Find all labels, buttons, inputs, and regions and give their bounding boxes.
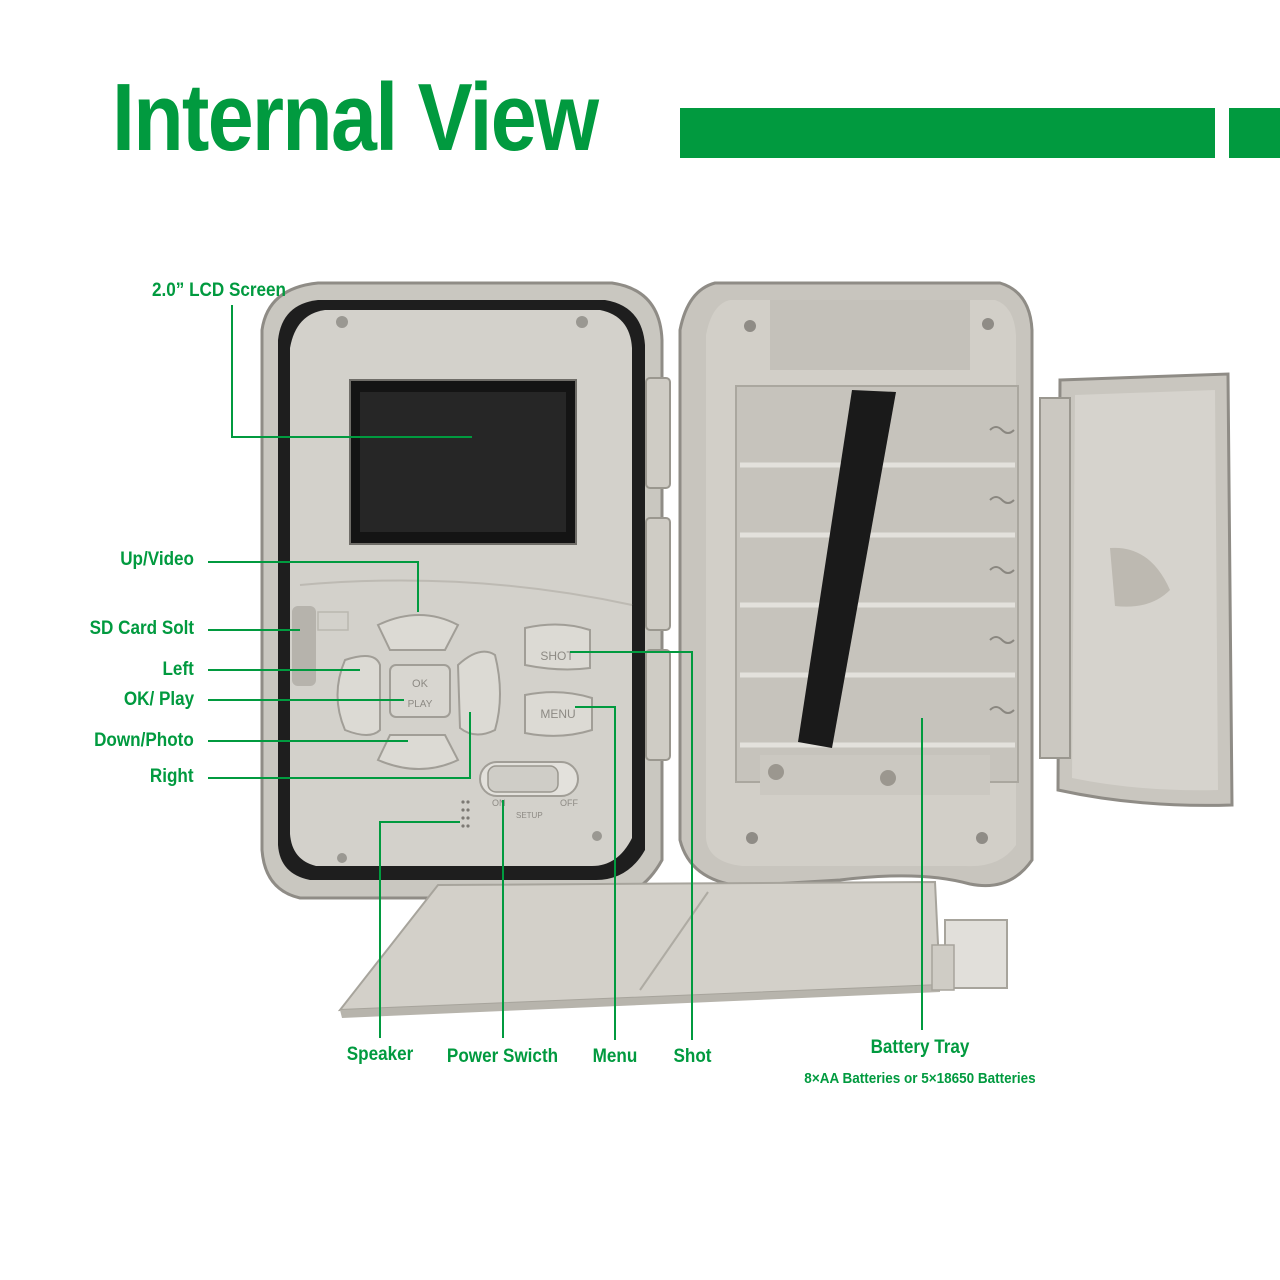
right-button[interactable] [456, 650, 501, 736]
shot-button[interactable] [524, 623, 591, 671]
label-left: Left [162, 659, 194, 680]
menu-button[interactable] [524, 691, 593, 737]
up-button[interactable] [376, 614, 460, 651]
battery-compartment [678, 281, 1034, 888]
battery-cover [337, 880, 1008, 1018]
label-menu: Menu [592, 1046, 638, 1067]
play-button-label: PLAY [408, 699, 433, 710]
label-shot: Shot [673, 1046, 712, 1067]
speaker-grille [461, 800, 470, 828]
page-title: Internal View [112, 64, 599, 171]
ok-button-label: OK [412, 678, 429, 690]
header-bar [680, 108, 1215, 158]
sd-card-slot [292, 606, 316, 686]
label-up-video: Up/Video [120, 549, 194, 570]
side-door [1039, 372, 1234, 807]
label-down-photo: Down/Photo [94, 730, 194, 751]
label-lcd-screen: 2.0” LCD Screen [152, 280, 287, 301]
label-sd-card-slot: SD Card Solt [89, 618, 194, 639]
label-battery-note: 8×AA Batteries or 5×18650 Batteries [804, 1070, 1036, 1087]
left-button[interactable] [336, 655, 381, 736]
leader-lines [208, 305, 923, 1040]
label-power-switch: Power Swicth [446, 1046, 559, 1067]
power-setup-label: SETUP [516, 811, 543, 820]
hinges [645, 377, 671, 761]
label-speaker: Speaker [346, 1044, 414, 1065]
header-bar-end [1229, 108, 1280, 158]
label-battery-tray: Battery Tray [870, 1037, 970, 1058]
power-off-label: OFF [560, 798, 578, 808]
down-button[interactable] [376, 734, 460, 770]
label-ok-play: OK/ Play [123, 689, 194, 710]
front-housing: OK PLAY SHOT MENU OFF SETUP ON [260, 281, 664, 900]
power-on-label: ON [492, 798, 506, 808]
label-right: Right [150, 766, 194, 787]
shot-button-label: SHOT [540, 649, 574, 663]
battery-ribbon [798, 390, 896, 748]
ok-button[interactable] [389, 664, 451, 718]
menu-button-label: MENU [540, 707, 575, 721]
